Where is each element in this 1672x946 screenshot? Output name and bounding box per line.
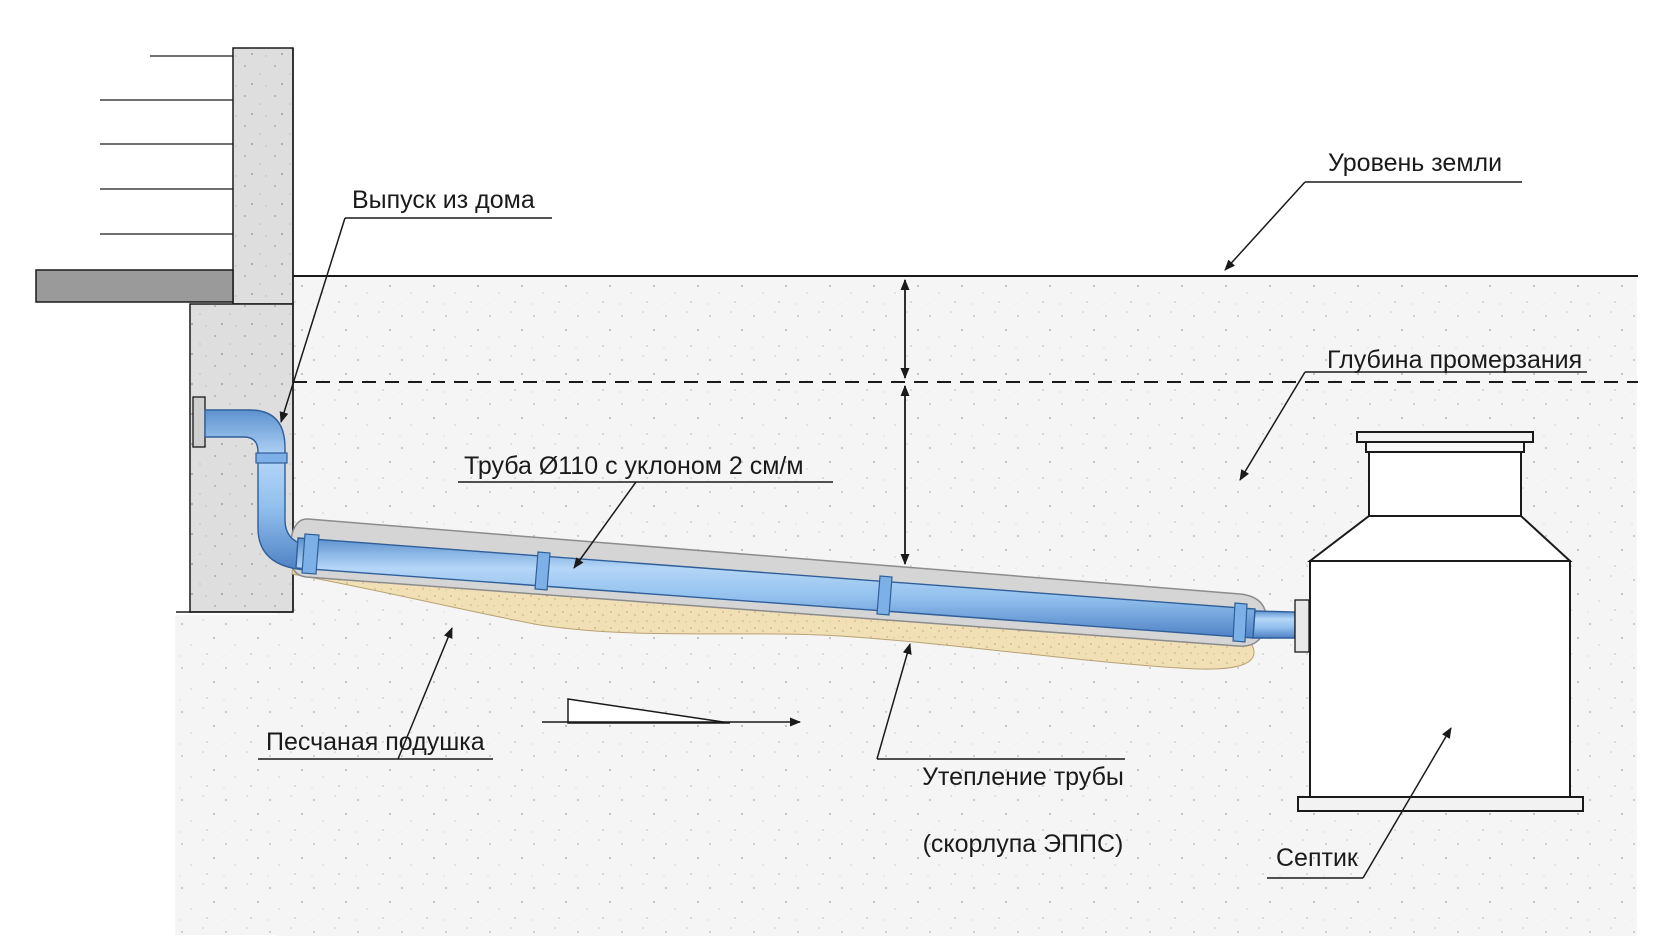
label-freezing-depth: Глубина промерзания — [1327, 346, 1583, 374]
label-ground-level: Уровень земли — [1328, 149, 1503, 177]
soil-left — [175, 615, 285, 935]
label-septic: Септик — [1276, 844, 1358, 872]
label-house-outlet: Выпуск из дома — [352, 186, 535, 214]
pipe-couplings — [301, 533, 1248, 643]
leader-lines — [258, 181, 1587, 879]
label-pipe: Труба Ø110 с уклоном 2 см/м — [464, 452, 804, 480]
label-insulation: Утепление трубы (скорлупа ЭППС) — [908, 727, 1138, 896]
label-insulation-line2: (скорлупа ЭППС) — [922, 830, 1124, 859]
septic-flange — [1294, 599, 1310, 653]
pipe-inlet — [1252, 610, 1296, 639]
house-wall — [35, 47, 294, 613]
septic-tank — [1297, 431, 1584, 812]
label-insulation-line1: Утепление трубы — [922, 762, 1124, 791]
label-sand-cushion: Песчаная подушка — [266, 728, 485, 756]
pipe-coupling-top — [255, 452, 288, 464]
wall-flange — [192, 396, 206, 448]
slope-indicator — [542, 698, 801, 727]
house-siding-lines — [100, 55, 233, 235]
